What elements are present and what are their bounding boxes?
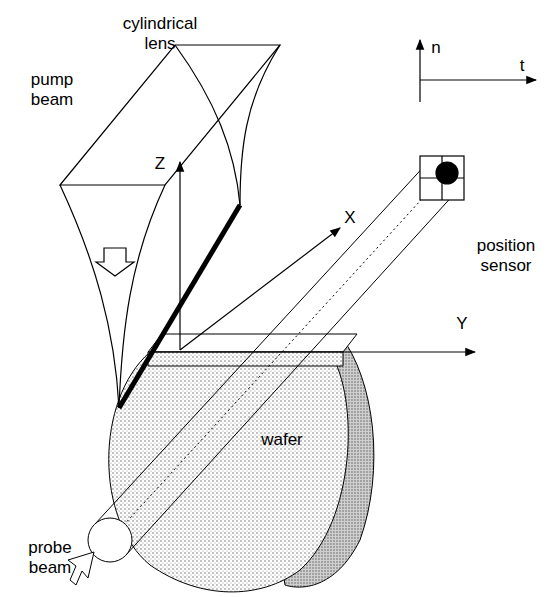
wafer	[109, 334, 374, 592]
axis-label: Y	[452, 314, 472, 334]
part-label: wafer	[247, 430, 317, 450]
part-label: probe beam	[15, 538, 85, 578]
axis-label: n	[426, 38, 446, 58]
axis-label: X	[340, 208, 360, 228]
probe-beam	[68, 162, 456, 585]
position-sensor	[420, 40, 536, 200]
axis-label: t	[512, 56, 532, 76]
part-label: pump beam	[17, 70, 87, 110]
axis-label: Z	[150, 154, 170, 174]
part-label: cylindrical lens	[110, 14, 210, 54]
pump-beam	[60, 45, 280, 408]
part-label: position sensor	[466, 236, 546, 276]
